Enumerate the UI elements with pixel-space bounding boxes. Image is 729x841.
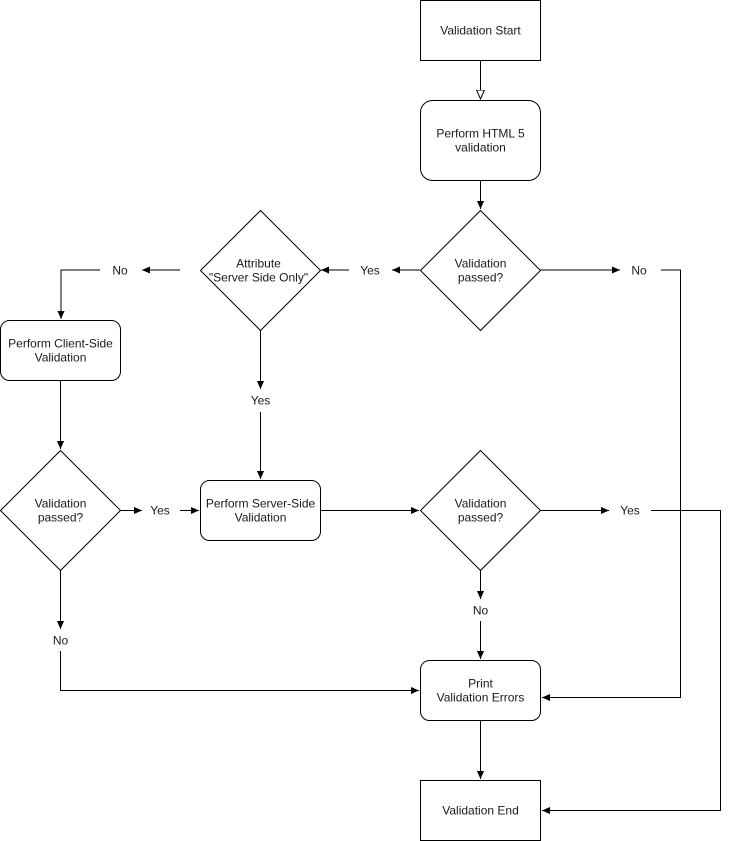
edge-label-html5-no: No bbox=[631, 264, 647, 278]
decision-client-passed-line2: passed? bbox=[38, 511, 84, 525]
edge-label-server-no: No bbox=[473, 604, 489, 618]
edge-no-to-client-side bbox=[57, 269, 100, 319]
edge-label-client-yes: Yes bbox=[150, 504, 170, 518]
node-server-side-line1: Perform Server-Side bbox=[206, 497, 316, 511]
node-validation-start: Validation Start bbox=[420, 0, 541, 61]
node-validation-end-label: Validation End bbox=[442, 804, 519, 818]
edge-no-to-print bbox=[542, 269, 681, 702]
edge-label-attribute-no: No bbox=[112, 264, 128, 278]
edge-labels: Yes No No Yes Yes Yes No No bbox=[53, 264, 647, 648]
node-perform-html5-line1: Perform HTML 5 bbox=[436, 127, 525, 141]
node-perform-server-side-validation: Perform Server-Side Validation bbox=[200, 480, 321, 541]
decision-server-passed: Validation passed? bbox=[419, 449, 542, 572]
decision-html5-passed-line1: Validation bbox=[455, 257, 507, 271]
node-server-side-line2: Validation bbox=[235, 511, 287, 525]
edge-no-to-print-2 bbox=[60, 651, 419, 695]
node-client-side-line1: Perform Client-Side bbox=[8, 337, 113, 351]
node-client-side-line2: Validation bbox=[35, 351, 87, 365]
node-print-validation-errors: Print Validation Errors bbox=[420, 660, 541, 721]
node-print-line2: Validation Errors bbox=[437, 691, 525, 705]
decision-html5-passed: Validation passed? bbox=[419, 209, 542, 332]
decision-server-side-only: Attribute "Server Side Only" bbox=[199, 209, 322, 332]
decision-html5-passed-line2: passed? bbox=[458, 271, 504, 285]
node-perform-html5-validation: Perform HTML 5 validation bbox=[420, 100, 541, 181]
edge-label-attribute-yes: Yes bbox=[251, 394, 271, 408]
decision-server-passed-line1: Validation bbox=[455, 497, 507, 511]
node-print-line1: Print bbox=[468, 677, 493, 691]
node-perform-html5-line2: validation bbox=[455, 141, 506, 155]
connectors bbox=[56, 60, 721, 815]
decision-server-passed-line2: passed? bbox=[458, 511, 504, 525]
edge-label-client-no: No bbox=[53, 634, 69, 648]
decision-client-passed-line1: Validation bbox=[35, 497, 87, 511]
decision-server-side-only-line2: "Server Side Only" bbox=[209, 271, 308, 285]
edge-label-server-yes: Yes bbox=[620, 504, 640, 518]
decision-server-side-only-line1: Attribute bbox=[236, 257, 281, 271]
decision-client-passed: Validation passed? bbox=[0, 449, 122, 572]
node-perform-client-side-validation: Perform Client-Side Validation bbox=[0, 320, 121, 381]
edge-yes-to-end bbox=[542, 510, 721, 815]
node-validation-end: Validation End bbox=[420, 780, 541, 841]
edge-label-html5-yes: Yes bbox=[360, 264, 380, 278]
node-validation-start-label: Validation Start bbox=[440, 24, 521, 38]
